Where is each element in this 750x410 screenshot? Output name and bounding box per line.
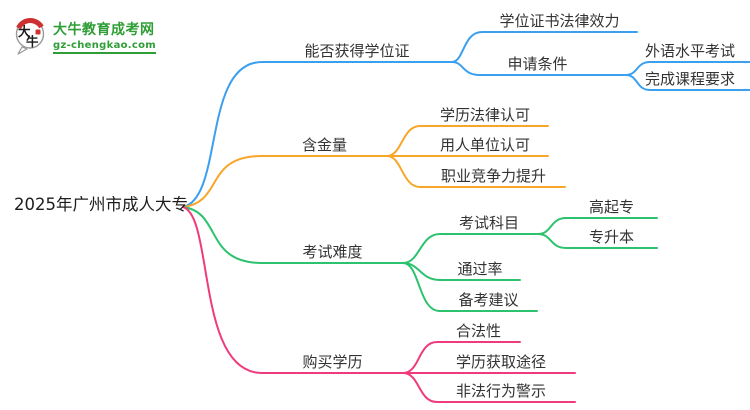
node-foreign-language-exam: 外语水平考试	[644, 42, 735, 60]
branch-lines-purchase	[182, 206, 576, 403]
node-can-obtain-degree: 能否获得学位证	[304, 42, 410, 60]
node-application-conditions: 申请条件	[507, 55, 568, 73]
node-career-competitiveness: 职业竞争力提升	[440, 167, 546, 185]
node-gaoqizhuan: 高起专	[588, 198, 634, 216]
node-prep-advice: 备考建议	[458, 291, 519, 309]
logo-site-url[interactable]: gz-chengkao.com	[53, 40, 157, 54]
root-node: 2025年广州市成人大专	[14, 195, 188, 214]
node-legality: 合法性	[455, 322, 501, 340]
node-course-completion: 完成课程要求	[644, 70, 735, 88]
branch-lines-degree	[182, 31, 750, 208]
branch-lines-difficulty	[182, 206, 658, 312]
logo-text-block: 大牛教育成考网 gz-chengkao.com	[53, 19, 157, 54]
node-exam-difficulty: 考试难度	[302, 243, 363, 261]
node-pass-rate: 通过率	[457, 260, 503, 278]
node-illegal-behavior-warning: 非法行为警示	[455, 382, 546, 400]
site-logo[interactable]: 大 牛 大牛教育成考网 gz-chengkao.com	[14, 17, 157, 55]
node-degree-legal-validity: 学位证书法律效力	[499, 12, 620, 30]
node-education-legal-recognition: 学历法律认可	[439, 106, 530, 124]
node-zhuanshengben: 专升本	[588, 228, 634, 246]
branch-lines-value	[182, 125, 566, 208]
node-employer-recognition: 用人单位认可	[439, 136, 530, 154]
daniu-logo-icon: 大 牛	[15, 18, 45, 55]
node-buy-diploma: 购买学历	[302, 353, 363, 371]
node-diploma-acquisition-channels: 学历获取途径	[455, 353, 546, 371]
logo-site-name: 大牛教育成考网	[53, 21, 155, 38]
logo-char-niu: 牛	[26, 34, 39, 49]
node-exam-subjects: 考试科目	[458, 214, 519, 232]
logo-char-da: 大	[18, 24, 31, 39]
node-value: 含金量	[301, 136, 347, 154]
